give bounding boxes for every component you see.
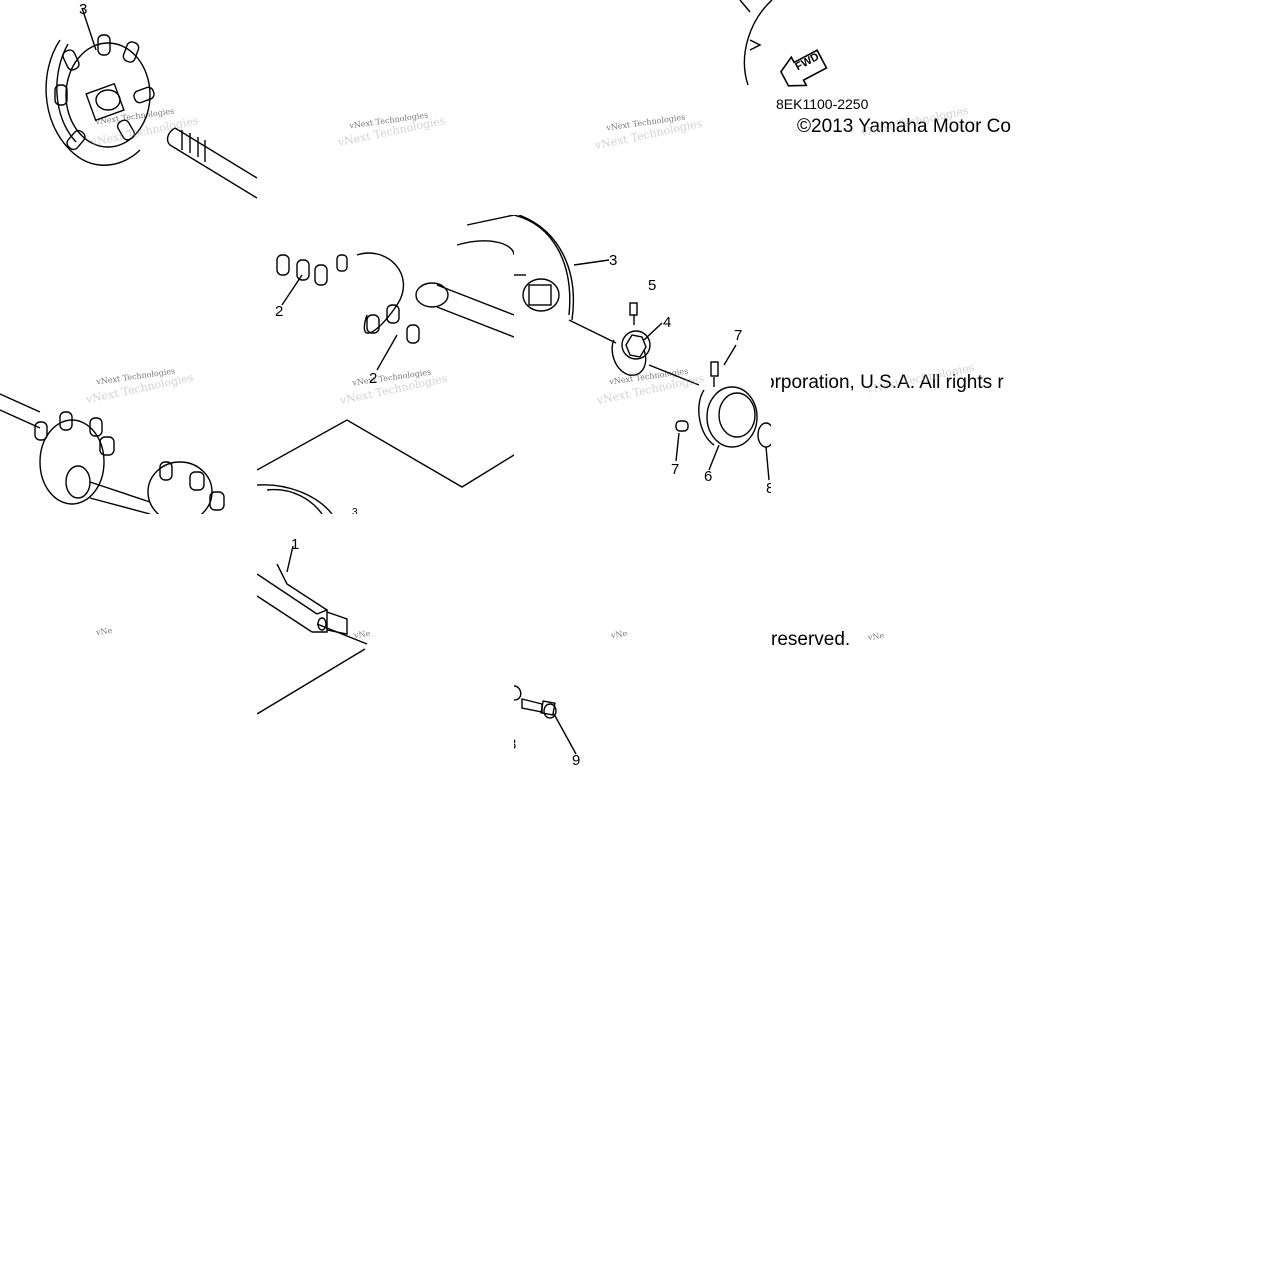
copyright-line-1: ©2013 Yamaha Motor Co [797,116,1011,137]
drive-shaft-drawing [257,545,368,715]
part-code: 8EK1100-2250 [776,96,869,112]
diagram-tile-low-right: 8 9 vNe [514,514,771,771]
bearing-assembly-drawing [514,215,771,481]
callout-8-low: 8 [514,737,516,752]
shaft-sprockets-drawing [257,215,514,514]
bolt-drawing [514,685,577,755]
callout-2b: 2 [369,370,378,387]
diagram-tile-low-left: vNe [0,514,257,771]
callout-1: 1 [291,536,300,553]
callout-8-right: 8 [766,480,771,497]
diagram-tile-copyright-3: reserved. vNe [771,620,891,660]
diagram-tile-mid-center: 2 2 3 vNext Technologies vNext Technolog… [257,215,514,514]
callout-7b: 7 [671,461,680,478]
diagram-tile-copyright-2: orporation, U.S.A. All rights r vNext Te… [771,360,1030,400]
callout-4: 4 [663,314,672,331]
watermark-12: vNe [867,630,885,643]
fwd-drawing [739,0,828,87]
callout-6: 6 [704,468,713,485]
diagram-tile-top-left-sprocket: 3 vNext Technologies vNext Technologies [0,0,257,200]
watermark-9: vNe [95,625,113,638]
diagram-tile-mid-left: vNext Technologies vNext Technologies [0,352,257,514]
diagram-tile-top-middle: vNext Technologies vNext Technologies [257,0,514,200]
sprocket-drawing [45,7,257,199]
callout-5: 5 [648,277,657,294]
diagram-tile-mid-right: 3 5 4 7 7 6 8 vNext Technologies vNext T… [514,215,771,514]
copyright-line-2: orporation, U.S.A. All rights r [771,372,1004,393]
diagram-tile-top-third: vNext Technologies vNext Technologies [514,0,771,200]
callout-7a: 7 [734,327,743,344]
copyright-line-3: reserved. [771,629,851,650]
diagram-tile-top-right: FWD 8EK1100-2250 ©2013 Yamaha Motor Co v… [720,0,1030,140]
callout-9: 9 [572,752,581,769]
diagram-tile-low-center: 1 vNe [257,514,514,771]
callout-3-right: 3 [609,252,618,269]
callout-3-top-left: 3 [79,1,88,18]
callout-3-low-center: 3 [352,507,358,515]
sprocket-pair-drawing [0,393,225,514]
callout-2a: 2 [275,303,284,320]
